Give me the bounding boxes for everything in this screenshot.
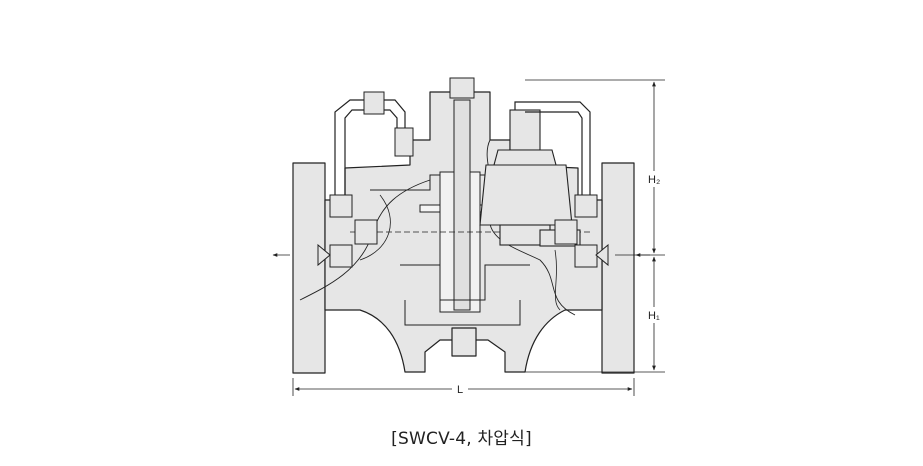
- left-flange: [292, 162, 326, 374]
- h2-label: H₂: [648, 174, 660, 186]
- figure-caption: [SWCV-4, 차압식]: [391, 429, 532, 449]
- fittings: [317, 77, 609, 268]
- l-label: L: [457, 384, 463, 396]
- h1-label: H₁: [648, 310, 660, 322]
- right-flange: [601, 162, 635, 374]
- bottom-boss: [451, 327, 477, 357]
